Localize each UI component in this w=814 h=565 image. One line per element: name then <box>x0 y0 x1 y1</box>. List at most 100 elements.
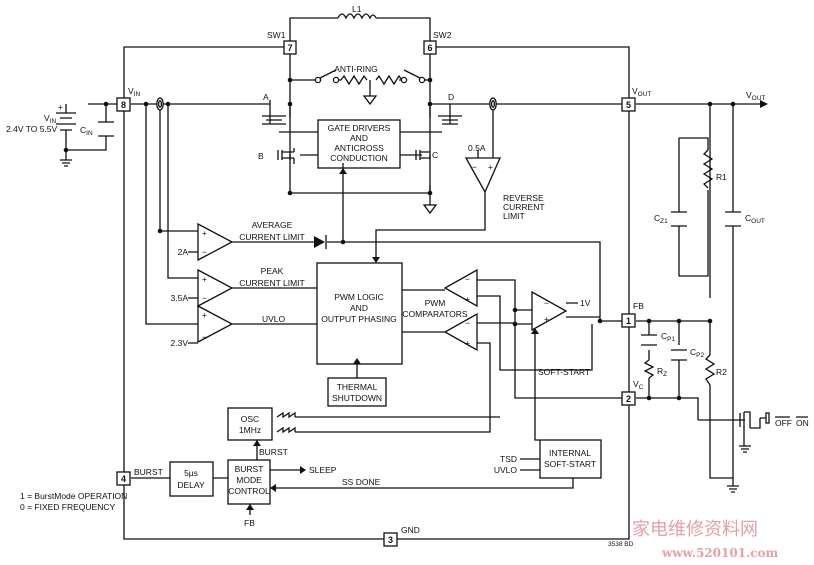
ground-symbol <box>727 485 739 493</box>
pin-vout-num: 5 <box>626 100 631 110</box>
thermal-shutdown-block <box>327 377 387 407</box>
osc-block <box>227 407 273 441</box>
mosfet-d <box>438 115 462 125</box>
reverse-label-1: REVERSE <box>503 193 544 203</box>
vin-ext-label: VIN <box>44 113 56 125</box>
uvlo-comparator <box>197 304 234 344</box>
burst-control-line2: MODE <box>236 475 262 485</box>
reverse-label-3: LIMIT <box>503 211 525 221</box>
ground-symbol <box>60 159 72 167</box>
sign-minus: − <box>202 293 207 303</box>
r1-resistor <box>702 149 714 189</box>
cin-cap <box>98 121 114 137</box>
error-amp-ref: 1V <box>580 298 591 308</box>
sign-minus: − <box>465 318 470 328</box>
r2-resistor <box>704 354 716 386</box>
average-current-comparator <box>197 222 234 262</box>
pin-sw2-name: SW2 <box>433 30 452 40</box>
pin-boxes <box>116 40 636 547</box>
sign-minus: − <box>472 162 477 172</box>
internal-soft-start-line2: SOFT-START <box>544 459 596 469</box>
cin-label: CIN <box>80 125 93 137</box>
switch-d-label: D <box>448 92 454 102</box>
ground-symbol <box>739 445 751 453</box>
reverse-label-2: CURRENT <box>503 202 545 212</box>
sign-plus: + <box>465 294 470 304</box>
pin-sw2 <box>423 40 437 55</box>
sign-minus: − <box>202 247 207 257</box>
uvlo-ref: 2.3V <box>171 338 189 348</box>
inductor-l1 <box>337 13 377 20</box>
off-label: OFF <box>775 418 792 428</box>
gate-drivers-line3: ANTICROSS <box>334 143 384 153</box>
error-amplifier <box>531 290 568 332</box>
pin-vout-name: VOUT <box>632 86 651 98</box>
external-nfet <box>739 412 745 428</box>
cz1-label: CZ1 <box>654 213 668 225</box>
watermark-line2: www.520101.com <box>661 546 779 560</box>
pin-burst-num: 4 <box>121 474 126 484</box>
pin-vc-name: VC <box>633 379 644 391</box>
peak-label-2: CURRENT LIMIT <box>239 278 305 288</box>
vin-range-label: 2.4V TO 5.5V <box>6 124 58 134</box>
gate-drivers-line4: CONDUCTION <box>330 153 388 163</box>
burst-mode-control-block <box>227 459 271 505</box>
mosfet-a <box>262 100 286 125</box>
mosfet-b <box>277 148 295 164</box>
internal-soft-start-block <box>539 439 602 479</box>
pin-vc-num: 2 <box>626 394 631 404</box>
watermark-line1: 家电维修资料网 <box>632 519 758 540</box>
pwm-comparator-2 <box>443 312 478 352</box>
pwm-logic-line3: OUTPUT PHASING <box>321 314 396 324</box>
pin-vout <box>621 97 636 112</box>
vout-ext-label: VOUT <box>746 90 765 102</box>
labels: 7 6 8 5 1 2 4 3 SW1 SW2 VIN VOUT FB VC B… <box>6 4 809 560</box>
pwm-logic-line1: PWM LOGIC <box>334 292 384 302</box>
burst-mode-note-1: 1 = BurstMode OPERATION <box>20 491 127 501</box>
sign-plus: + <box>544 314 549 324</box>
average-label-1: AVERAGE <box>252 220 293 230</box>
gate-drivers-block <box>317 119 401 169</box>
thermal-line1: THERMAL <box>337 382 378 392</box>
pin-sw1-num: 7 <box>287 43 292 53</box>
r1-label: R1 <box>716 172 727 182</box>
soft-start-label: SOFT-START <box>538 367 590 377</box>
peak-label-1: PEAK <box>261 266 284 276</box>
average-limit-diode <box>314 236 325 248</box>
delay-line1: 5µs <box>184 468 198 478</box>
pwm-comparators-line1: PWM <box>425 298 446 308</box>
internal-soft-start-line1: INTERNAL <box>549 448 591 458</box>
anti-ring-resistors <box>314 74 426 106</box>
pin-vin-num: 8 <box>121 100 126 110</box>
gate-drivers-line2: AND <box>350 133 368 143</box>
rz-resistor <box>643 359 655 379</box>
osc-line1: OSC <box>241 414 259 424</box>
inductor-label: L1 <box>352 4 362 14</box>
cp2-cap <box>671 349 687 361</box>
peak-current-comparator <box>197 268 234 308</box>
cp2-label: CP2 <box>690 347 704 359</box>
pwm-logic-block <box>316 262 403 365</box>
thermal-line2: SHUTDOWN <box>332 393 382 403</box>
burst-control-line1: BURST <box>235 464 264 474</box>
tsd-label: TSD <box>500 454 517 464</box>
pin-vc <box>621 391 636 406</box>
ss-done-label: SS DONE <box>342 477 381 487</box>
mosfet-c <box>415 150 430 160</box>
switch-c-label: C <box>432 150 438 160</box>
average-ref: 2A <box>178 247 189 257</box>
burst-signal-label: BURST <box>259 447 288 457</box>
peak-ref: 3.5A <box>171 293 189 303</box>
sign-minus: − <box>465 274 470 284</box>
ic-outline <box>123 46 630 540</box>
sign-plus: + <box>202 274 207 284</box>
reverse-current-comparator <box>464 157 501 194</box>
pin-vin <box>116 97 131 112</box>
pin-sw1 <box>283 40 297 55</box>
sign-minus: − <box>202 332 207 342</box>
sign-plus: + <box>202 310 207 320</box>
pin-fb <box>621 313 636 328</box>
battery <box>56 112 76 131</box>
switch-b-label: B <box>258 151 264 161</box>
